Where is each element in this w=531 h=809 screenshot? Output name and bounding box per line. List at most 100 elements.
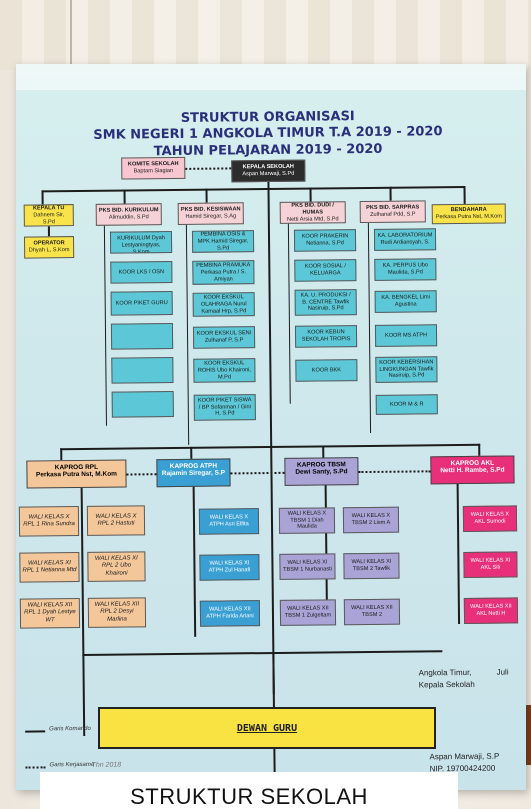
tu-operator-line <box>47 226 50 237</box>
pks-name: Alimuddin, S.Pd <box>108 214 149 221</box>
kesiswaan-item: KOOR EKSKUL ROHIS Ubo Khaironi, M.Pd <box>193 358 256 383</box>
akl-wali-line <box>456 484 461 625</box>
bendahara-box: BENDAHARA Perkasa Putra Nst, M.Kom <box>431 203 506 225</box>
drop-line <box>123 189 126 204</box>
kaprog-rpl-box: KAPROG RPL Perkasa Putra Nst, M.Kom <box>26 459 127 489</box>
caption-text: STRUKTUR SEKOLAH <box>130 784 368 809</box>
komite-dotted-line <box>185 167 232 170</box>
kepala-tu-name: Dahnem Sir, S.Pd <box>33 211 65 225</box>
pks-kesiswaan-box: PKS BID. KESISWAAN Hamid Siregar, S.Ag <box>177 202 244 225</box>
wali-rpl-1: WALI KELAS XII RPL 1 Dyah Lestye WT <box>19 598 81 629</box>
column-line <box>287 223 291 404</box>
kesiswaan-item: PEMBINA OSIS & MPK Hamid Siregar, S.Pd <box>191 230 255 253</box>
command-horizontal-line <box>41 185 466 193</box>
kurikulum-item: KOOR PIKET GURU <box>110 291 173 316</box>
poster-top-band <box>16 64 526 90</box>
kaprog-dotted-line <box>230 471 285 475</box>
kurikulum-item: WAKIL PKS BID. KURIKULUM Dyah Lestyaning… <box>109 231 173 254</box>
bottom-drop-line <box>272 651 275 694</box>
drop-line <box>205 188 208 203</box>
wali-rpl-2: WALI KELAS XII RPL 2 Desyi Marlina <box>87 597 147 628</box>
sarpras-item: KA. BENGKEL Limi Agustina <box>374 290 437 313</box>
wali-rpl-1: WALI KELAS X RPL 1 Rina Sundra <box>18 506 80 537</box>
wali-akl: WALI KELAS XI AKL Siti <box>463 551 518 578</box>
pks-label: PKS BID. DUDI / HUMAS <box>291 201 335 216</box>
kaprog-name: Netti H. Rambe, S.Pd <box>440 466 505 475</box>
drop-line <box>389 186 392 201</box>
wali-atph: WALI KELAS X ATPH Asri Elfita <box>198 508 260 535</box>
column-line <box>185 224 190 445</box>
kesiswaan-item: KOOR EKSKUL SENI Zulhanaf P, S.P <box>192 326 256 349</box>
pks-name: Zulhanaf Pdd, S.P <box>370 211 416 218</box>
humas-item: KOOR PRAKERIN Netianna, S.Pd <box>293 229 357 252</box>
rpl-wali-line <box>80 487 86 736</box>
komite-name: Baptam Siagian <box>133 168 174 175</box>
kurikulum-item <box>111 391 174 418</box>
drop-line <box>41 190 44 205</box>
pks-kurikulum-box: PKS BID. KURIKULUM Alimuddin, S.Pd <box>95 203 162 226</box>
pks-name: Hamid Siregar, S.Ag <box>185 213 237 220</box>
wali-tbsm-2: WALI KELAS XII TBSM 2 <box>343 598 401 626</box>
kaprog-dotted-line <box>126 473 157 476</box>
ceiling-molding <box>0 0 531 70</box>
kaprog-tbsm-box: KAPROG TBSM Dewi Santy, S.Pd <box>284 457 359 486</box>
komite-box: KOMITE SEKOLAH Baptam Siagian <box>121 156 186 180</box>
pks-sarpras-box: PKS BID. SARPRAS Zulhanaf Pdd, S.P <box>359 200 426 224</box>
column-line <box>367 222 372 433</box>
operator-name: Dhyah L, S.Kom <box>28 247 70 254</box>
signature-month: Juli <box>496 667 509 677</box>
wali-akl: WALI KELAS XII AKL Netti H <box>463 597 519 624</box>
column-line <box>103 225 107 426</box>
wali-rpl-1: WALI KELAS XI RPL 1 Netianna Mtd <box>19 552 80 583</box>
humas-item: KA. U. PRODUKSI / B. CENTRE Tawfik Nasir… <box>294 289 357 316</box>
legend-kerjasama: Garis Kerjasama <box>49 761 95 769</box>
wali-tbsm-1: WALI KELAS XI TBSM 1 Nurbanasti <box>279 553 336 580</box>
kurikulum-item <box>110 323 174 350</box>
legend-komando: Garis Komando <box>49 725 91 733</box>
bottom-horizontal-line <box>82 650 443 656</box>
kurikulum-item: KOOR LKS / OSN <box>110 261 173 284</box>
wall-cable <box>70 0 72 70</box>
wali-tbsm-1: WALI KELAS XII TBSM 1 Zulgeltam <box>279 599 337 626</box>
wali-tbsm-1: WALI KELAS X TBSM 1 Diah Maulida <box>278 507 336 534</box>
wali-tbsm-2: WALI KELAS X TBSM 2 Lism A <box>342 506 400 534</box>
kaprog-akl-box: KAPROG AKL Netti H. Rambe, S.Pd <box>430 455 515 485</box>
legend-dotted-line <box>25 766 46 769</box>
signature-name: Aspan Marwaji, S.P <box>429 751 500 762</box>
org-chart-poster: STRUKTUR ORGANISASI SMK NEGERI 1 ANGKOLA… <box>16 64 526 790</box>
drop-line <box>309 187 312 202</box>
caption-banner: STRUKTUR SEKOLAH <box>40 772 458 809</box>
atph-wali-line <box>192 486 197 637</box>
signature-role: Kepala Sekolah <box>418 679 475 690</box>
operator-box: OPERATOR Dhyah L, S.Kom <box>23 236 75 259</box>
drop-line <box>463 185 466 204</box>
wali-tbsm-2: WALI KELAS XI TBSM 2 Tawfik <box>343 552 400 580</box>
drop-line <box>190 446 193 459</box>
kepala-sekolah-box: KEPALA SEKOLAH Aspan Marwaji, S.Pd <box>231 159 306 183</box>
wali-atph: WALI KELAS XI ATPH Zul Hanafi <box>199 554 260 581</box>
kaprog-dotted-line <box>358 470 431 474</box>
kaprog-name: Perkasa Putra Nst, M.Kom <box>35 470 117 479</box>
pks-name: Netti Arsia Mtd, S.Pd <box>286 215 339 223</box>
wali-rpl-2: WALI KELAS XI RPL 2 Ubo Khaironi <box>87 551 146 582</box>
sarpras-item: KOOR KEBERSIHAN LINGKUNGAN Tawfik Nasiru… <box>375 356 438 383</box>
poster-title-line3: TAHUN PELAJARAN 2019 - 2020 <box>153 141 383 160</box>
legend-solid-line <box>25 730 46 733</box>
sarpras-item: KOOR M & R <box>375 394 438 415</box>
wali-akl: WALI KELAS X AKL Sumodi <box>462 505 518 532</box>
kaprog-name: Dewi Santy, S.Pd <box>295 468 348 476</box>
kepala-tu-box: KEPALA TU Dahnem Sir, S.Pd <box>23 204 74 227</box>
sarpras-item: KA. PERPUS Ubo Maulida, S.Pd <box>374 258 437 281</box>
humas-item: KOOR KEBUN SEKOLAH TROPIS <box>294 325 358 348</box>
humas-item: KOOR BKK <box>295 359 358 382</box>
dewan-guru-label: DEWAN GURU <box>236 723 298 734</box>
drop-line <box>60 448 63 461</box>
wali-rpl-2: WALI KELAS X RPL 2 Hastuti <box>86 505 146 536</box>
kesiswaan-item: PEMBINA PRAMUKA Perkasa Putra / S. Amiya… <box>192 260 255 285</box>
kurikulum-item <box>111 357 174 384</box>
dewan-guru-box: DEWAN GURU <box>98 707 436 749</box>
sarpras-item: KA. LABORATORIUM Rudi Ardiansyah, S. <box>373 228 437 251</box>
kepsek-name: Aspan Marwaji, S.Pd <box>242 170 295 178</box>
kesiswaan-item: KOOR PIKET SISWA / BP Sofanman / Gini H,… <box>193 394 256 421</box>
handwritten-note: Thn 2018 <box>91 761 122 769</box>
